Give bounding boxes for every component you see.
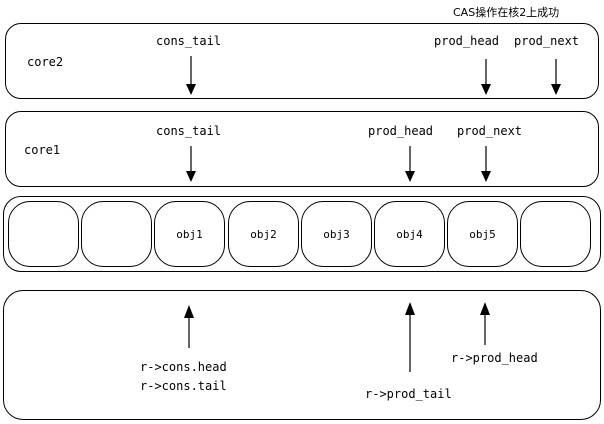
core2-cons-tail-arrow — [186, 56, 196, 95]
core1-band — [5, 111, 599, 187]
core1-prod-next-label: prod_next — [457, 124, 523, 138]
shared-cons-tail-label: r->cons.tail — [140, 379, 227, 393]
core1-prod-head-label: prod_head — [368, 124, 434, 138]
shared-struct-band — [3, 290, 601, 420]
shared-prod-head-label: r->prod_head — [451, 351, 538, 365]
shared-cons-arrow — [184, 305, 194, 348]
ring-slot-1 — [81, 201, 152, 267]
shared-cons-head-label: r->cons.head — [140, 360, 227, 374]
shared-prod-tail-arrow — [405, 302, 415, 372]
core1-cons-tail-label: cons_tail — [156, 124, 222, 138]
core2-cons-tail-label: cons_tail — [156, 34, 222, 48]
core2-prod-next-arrow — [551, 59, 561, 95]
shared-prod-tail-label: r->prod_tail — [365, 387, 452, 401]
ring-slot-0 — [8, 201, 79, 267]
ring-slot-3: obj2 — [228, 201, 299, 267]
core2-prod-head-label: prod_head — [434, 34, 500, 48]
core1-cons-tail-arrow — [186, 146, 196, 182]
core2-label: core2 — [27, 55, 64, 69]
ring-slot-4: obj3 — [301, 201, 372, 267]
core2-band — [5, 23, 599, 99]
ring-slot-5: obj4 — [374, 201, 445, 267]
ring-slot-6: obj5 — [447, 201, 518, 267]
ring-slot-2: obj1 — [154, 201, 225, 267]
core2-prod-head-arrow — [481, 59, 491, 95]
diagram-title: CAS操作在核2上成功 — [453, 6, 560, 19]
core2-prod-next-label: prod_next — [514, 34, 580, 48]
shared-prod-head-arrow — [480, 302, 490, 345]
core1-prod-head-arrow — [405, 146, 415, 182]
core1-label: core1 — [24, 143, 61, 157]
ring-slot-7 — [520, 201, 591, 267]
core1-prod-next-arrow — [481, 146, 491, 182]
